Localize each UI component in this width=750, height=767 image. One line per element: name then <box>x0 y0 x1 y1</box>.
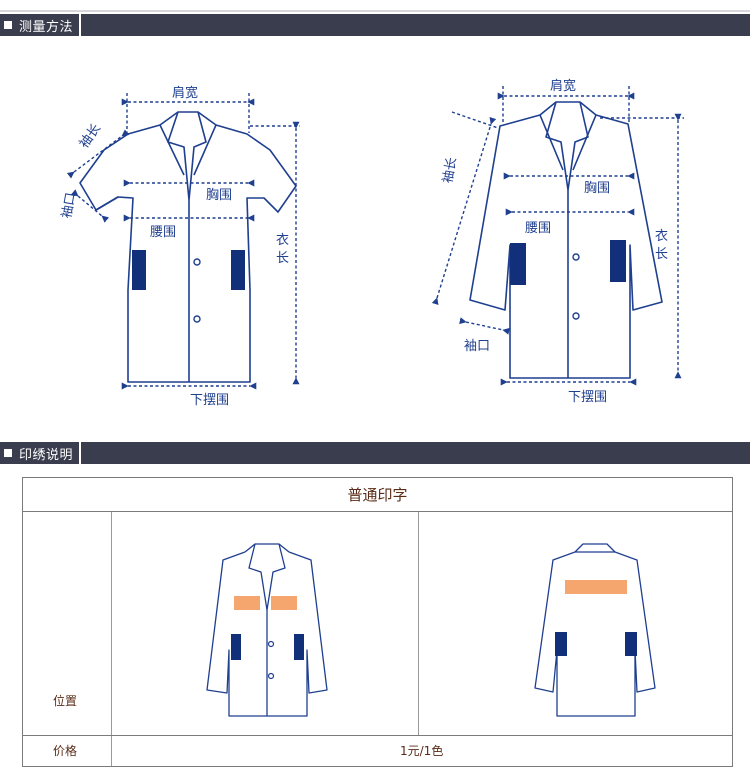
button <box>193 315 201 323</box>
back-coat-print-position <box>534 543 656 717</box>
right-pocket <box>610 240 626 282</box>
price-row: 价格 1元/1色 <box>23 735 732 766</box>
label-shoulder-width: 肩宽 <box>550 78 576 94</box>
table-title: 普通印字 <box>23 478 732 512</box>
right-pocket <box>625 632 637 656</box>
button <box>572 312 580 320</box>
label-length-top: 衣 <box>655 228 668 244</box>
collar <box>167 111 207 201</box>
section-title: 印绣说明 <box>19 447 74 463</box>
button <box>267 640 275 648</box>
column-divider <box>418 512 419 735</box>
label-hem: 下摆围 <box>190 393 229 408</box>
section-label-box: 测量方法 <box>0 14 82 36</box>
front-coat-print-position <box>206 543 328 717</box>
print-info-table: 普通印字 位置 价格 1元/1色 <box>22 477 733 767</box>
right-pocket <box>231 250 245 290</box>
right-pocket <box>294 634 304 660</box>
square-bullet-icon <box>4 21 12 29</box>
column-divider <box>111 512 112 735</box>
chest-print-left <box>234 596 260 610</box>
left-pocket <box>555 632 567 656</box>
back-print <box>565 580 627 594</box>
label-cuff: 袖口 <box>464 339 490 354</box>
measurement-diagram: 肩宽 胸围 腰围 下摆围 衣 长 袖长 袖口 肩宽 胸围 腰围 下摆围 衣 长 … <box>60 78 684 408</box>
position-label: 位置 <box>53 694 78 708</box>
label-sleeve-length: 袖长 <box>77 121 104 151</box>
label-cuff: 袖口 <box>60 191 79 219</box>
label-chest: 胸围 <box>206 188 232 203</box>
button <box>572 253 580 261</box>
label-chest: 胸围 <box>584 181 610 196</box>
section-label-box: 印绣说明 <box>0 442 82 464</box>
chest-print-right <box>271 596 297 610</box>
label-waist: 腰围 <box>150 225 176 240</box>
label-length-bottom: 长 <box>276 251 289 266</box>
left-pocket <box>510 243 526 285</box>
label-length-top: 衣 <box>276 232 289 248</box>
top-rule <box>0 10 750 12</box>
square-bullet-icon <box>4 449 12 457</box>
coat-outline-short-sleeve <box>79 124 297 383</box>
label-length-bottom: 长 <box>655 247 668 262</box>
label-hem: 下摆围 <box>568 390 607 405</box>
section-title: 测量方法 <box>19 19 74 35</box>
label-waist: 腰围 <box>525 221 551 236</box>
left-pocket <box>231 634 241 660</box>
price-value: 1元/1色 <box>400 744 444 758</box>
coat-outline-long-sleeve <box>469 114 663 379</box>
price-label: 价格 <box>53 744 78 758</box>
button <box>267 672 275 680</box>
button <box>193 258 201 266</box>
left-pocket <box>132 250 146 290</box>
label-shoulder-width: 肩宽 <box>172 85 198 101</box>
section-header-measure: 测量方法 <box>0 14 750 36</box>
section-header-print: 印绣说明 <box>0 442 750 464</box>
label-sleeve-length: 袖长 <box>441 156 460 184</box>
column-divider <box>111 736 112 766</box>
